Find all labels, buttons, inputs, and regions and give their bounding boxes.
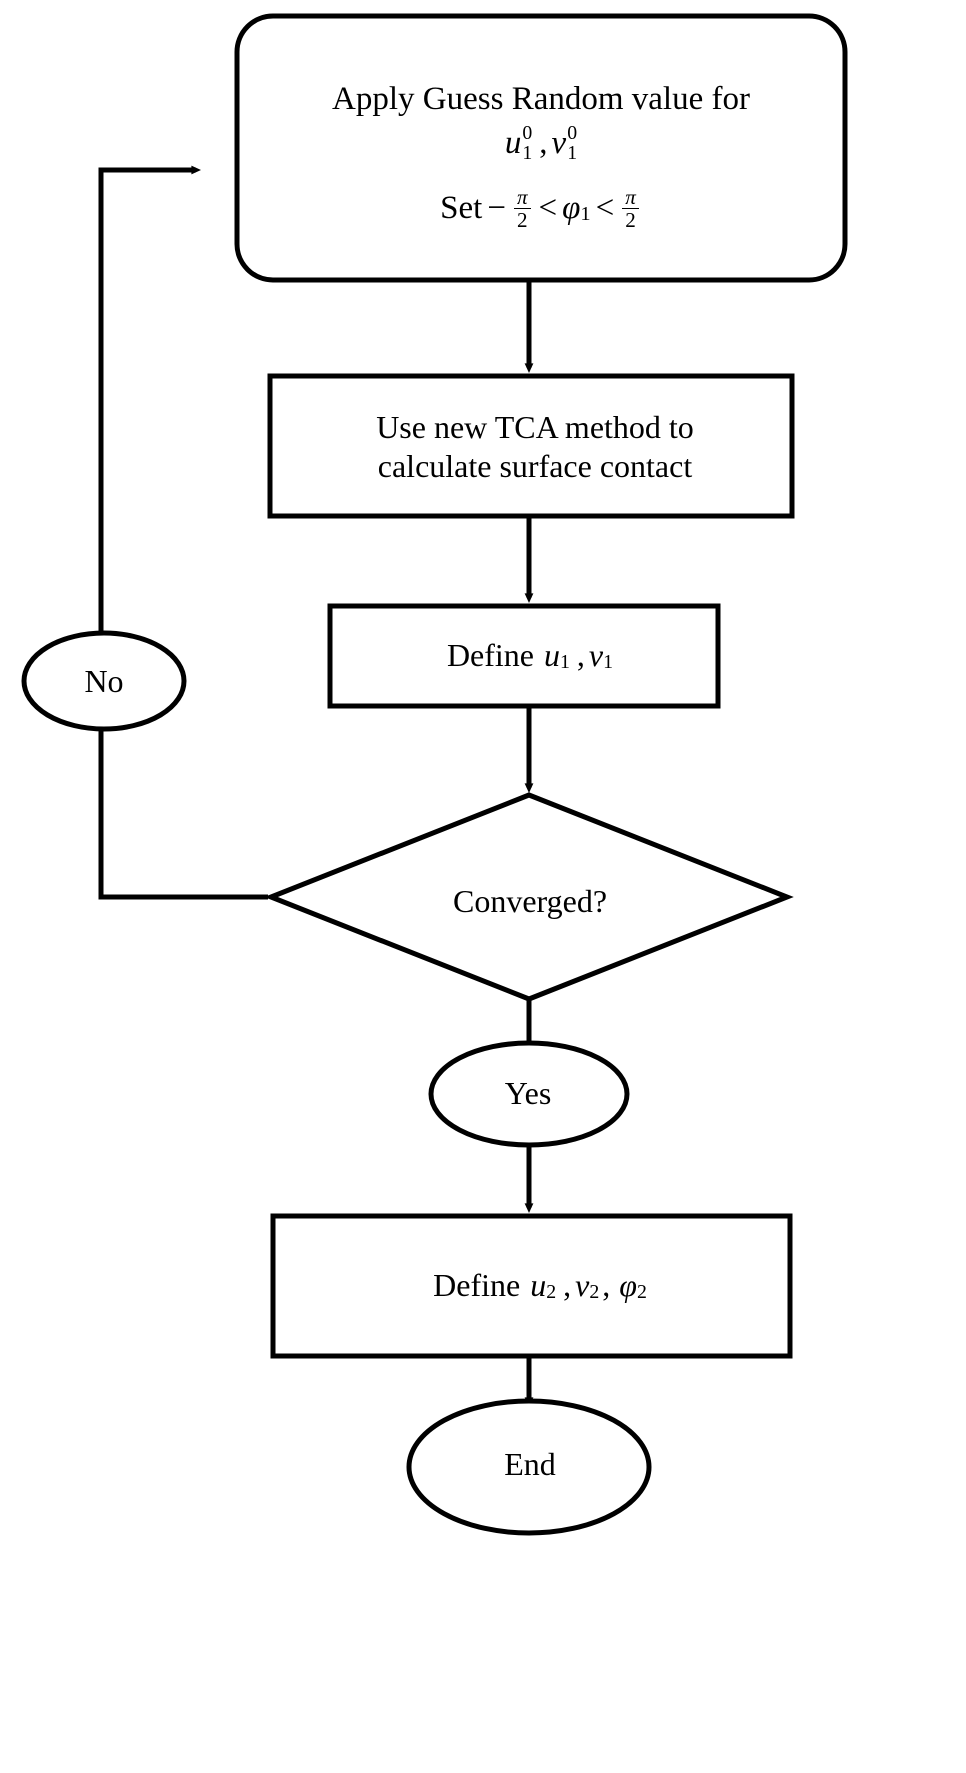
node-define2-shape[interactable] [270, 1213, 793, 1359]
node-yes-shape[interactable] [428, 1040, 630, 1148]
node-converged-shape[interactable] [264, 792, 794, 1002]
node-no-shape[interactable] [21, 630, 187, 732]
edge-converged-to-start-no [98, 165, 268, 900]
node-end-shape[interactable] [406, 1398, 652, 1536]
node-tca-shape[interactable] [267, 373, 795, 519]
node-define1-shape[interactable] [327, 603, 721, 709]
node-start-shape[interactable] [234, 13, 848, 283]
